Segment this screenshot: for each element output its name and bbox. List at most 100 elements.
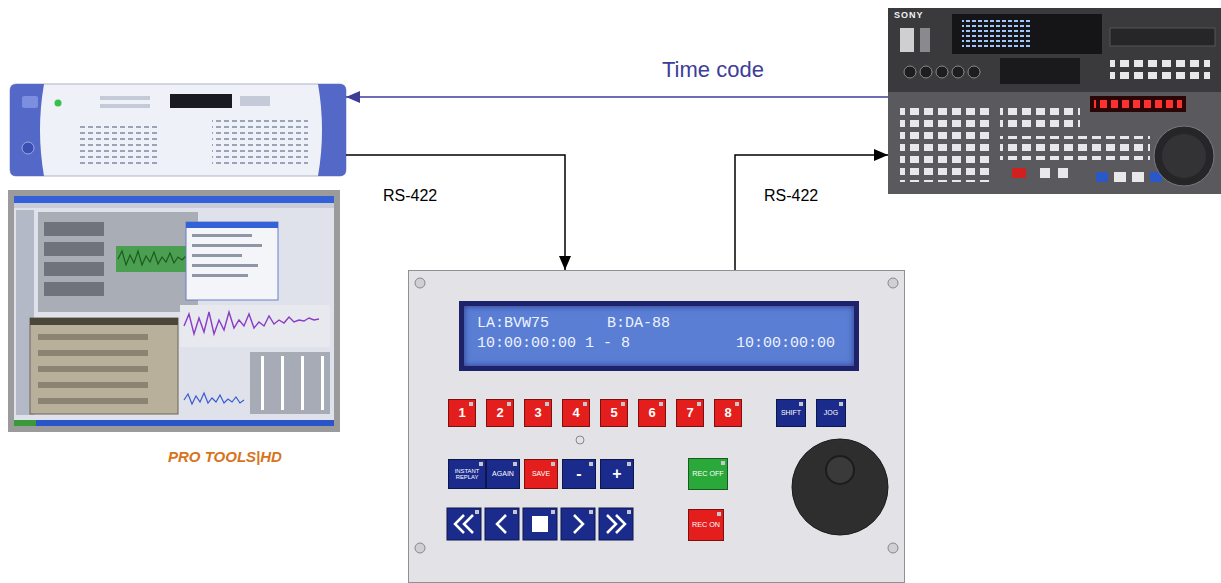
video-tape-recorder	[1110, 28, 1215, 46]
video-tape-recorder	[1110, 56, 1210, 84]
video-tape-recorder	[1012, 168, 1026, 178]
save-button: SAVE	[524, 459, 558, 489]
software-screenshot	[192, 244, 262, 247]
video-tape-recorder	[888, 8, 1221, 194]
button-label: REC ON	[691, 521, 721, 529]
controller-panel	[888, 278, 898, 288]
display-text: 10:00:00:00	[736, 335, 835, 352]
button-label: INSTANT REPLAY	[449, 468, 485, 480]
button-label: 6	[647, 406, 656, 420]
audio-interface	[22, 96, 38, 108]
transport-button	[523, 508, 557, 540]
video-tape-recorder	[1114, 172, 1126, 182]
transport-button	[561, 508, 595, 540]
audio-interface	[10, 84, 346, 176]
software-screenshot	[180, 305, 330, 347]
channel-button: 4	[562, 399, 590, 427]
software-screenshot	[192, 234, 252, 237]
software-screenshot	[321, 356, 324, 410]
button-label: 2	[495, 406, 504, 420]
audio-interface	[10, 84, 44, 176]
instant-replay-button: INSTANT REPLAY	[448, 459, 486, 489]
software-screenshot	[44, 242, 104, 256]
video-tape-recorder	[1000, 106, 1080, 128]
video-tape-recorder	[920, 28, 930, 52]
display-text: B:DA-88	[607, 315, 670, 332]
transport-button	[447, 508, 481, 540]
display-text: SONY	[894, 10, 924, 20]
button-label: 1	[457, 406, 466, 420]
minus-button: -	[562, 459, 596, 489]
signal-label: RS-422	[383, 187, 437, 205]
software-screenshot	[14, 420, 36, 426]
software-screenshot	[38, 398, 148, 404]
video-tape-recorder	[1094, 100, 1182, 108]
software-screenshot	[38, 212, 198, 312]
software-screenshot	[186, 222, 278, 228]
controller-panel	[415, 278, 425, 288]
software-screenshot	[38, 382, 148, 388]
button-label: 8	[723, 406, 732, 420]
software-screenshot	[281, 356, 284, 410]
controller-panel	[576, 436, 584, 444]
video-tape-recorder	[962, 18, 1032, 48]
software-screenshot	[184, 393, 244, 404]
audio-interface	[100, 104, 150, 108]
controller-panel	[408, 270, 905, 583]
transport-button	[485, 508, 519, 540]
software-screenshot	[192, 254, 242, 257]
video-tape-recorder	[900, 28, 914, 52]
video-tape-recorder	[1132, 172, 1144, 182]
button-label: 7	[685, 406, 694, 420]
software-screenshot	[118, 251, 186, 265]
lcd-display: LA:BVW75B:DA-8810:00:00:001 - 810:00:00:…	[459, 301, 859, 371]
video-tape-recorder	[952, 66, 964, 78]
signal-connector	[346, 96, 888, 98]
video-tape-recorder	[952, 14, 1102, 54]
rec-off-button: REC OFF	[688, 458, 728, 490]
button-label: +	[611, 466, 622, 483]
video-tape-recorder	[888, 8, 1221, 194]
display-text: 1 - 8	[585, 335, 630, 352]
transport-button	[589, 510, 593, 514]
controller-panel	[888, 543, 898, 553]
video-tape-recorder	[1040, 168, 1050, 178]
software-screenshot	[30, 318, 178, 414]
audio-interface	[22, 142, 34, 154]
software-screenshot	[14, 203, 334, 208]
video-tape-recorder	[1154, 126, 1214, 186]
transport-button	[574, 515, 583, 533]
channel-button: 1	[448, 399, 476, 427]
transport-button	[513, 510, 517, 514]
transport-button	[497, 515, 506, 533]
channel-button: 6	[638, 399, 666, 427]
button-label: 4	[571, 406, 580, 420]
button-label: 3	[533, 406, 542, 420]
software-screenshot	[261, 356, 264, 410]
software-screenshot	[184, 312, 319, 334]
jog-button: JOG	[816, 399, 846, 427]
button-label: AGAIN	[491, 470, 515, 477]
video-tape-recorder	[968, 66, 980, 78]
signal-connector	[735, 155, 888, 270]
controller-panel	[792, 439, 888, 535]
controller-panel	[408, 270, 905, 583]
software-screenshot	[192, 264, 258, 267]
audio-interface	[240, 96, 270, 106]
transport-button	[599, 508, 633, 540]
plus-button: +	[600, 459, 634, 489]
audio-interface	[170, 94, 232, 108]
audio-interface	[10, 84, 346, 176]
display-text: PRO TOOLS|HD	[168, 448, 282, 465]
display-text: LA:BVW75	[477, 315, 549, 332]
software-screenshot	[8, 190, 340, 432]
video-tape-recorder	[888, 8, 1221, 92]
software-screenshot	[186, 222, 278, 300]
software-screenshot	[38, 334, 148, 340]
audio-interface	[80, 122, 160, 164]
button-label: JOG	[823, 409, 839, 416]
video-tape-recorder	[888, 92, 1221, 194]
